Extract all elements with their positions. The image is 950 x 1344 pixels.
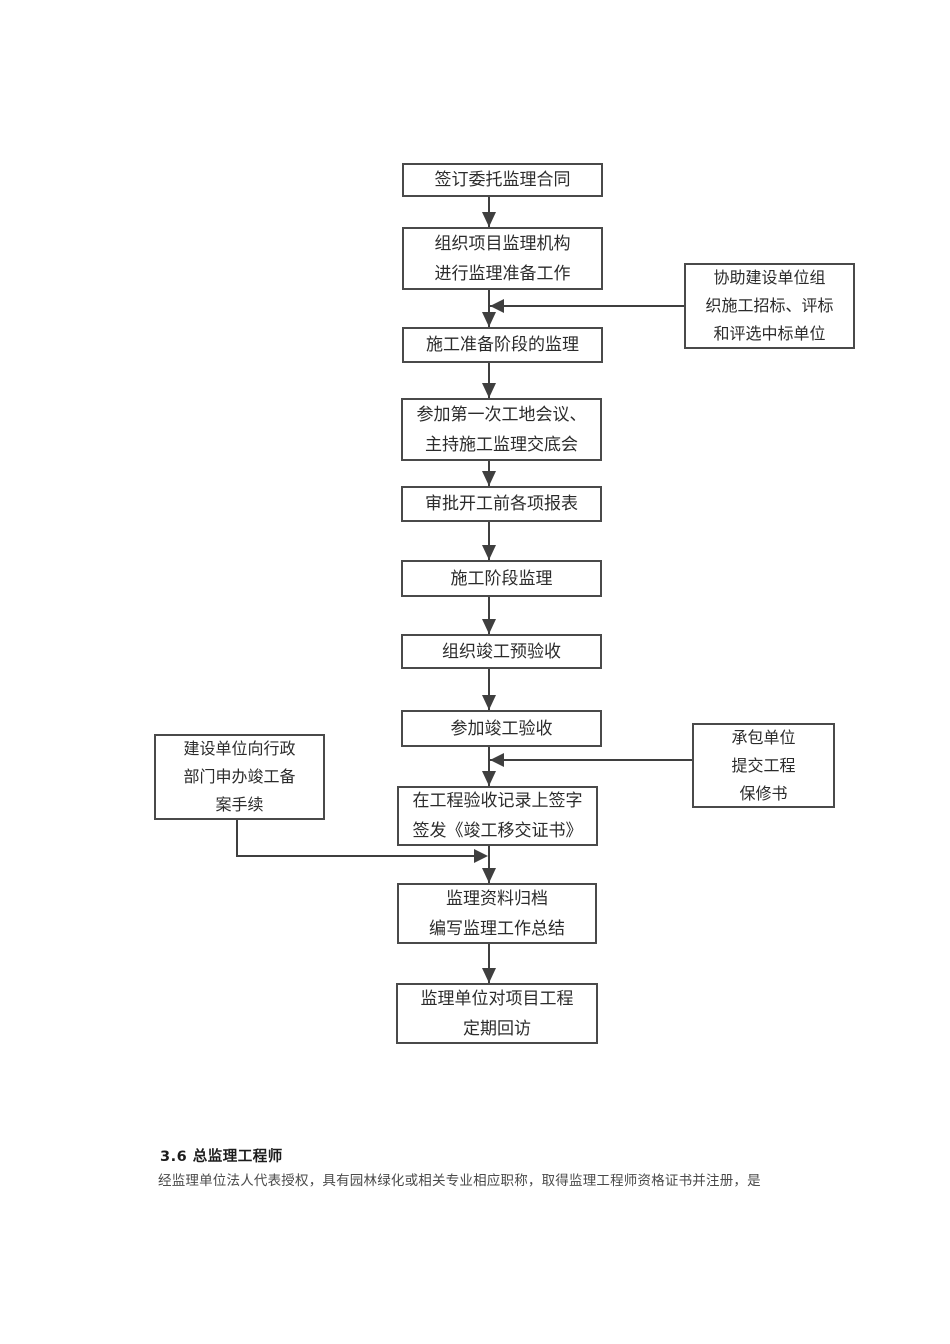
side-box-label: 协助建设单位组 — [713, 268, 826, 287]
flow-box-label: 编写监理工作总结 — [429, 918, 565, 939]
flow-box-label: 进行监理准备工作 — [434, 263, 571, 284]
flow-box-label: 施工阶段监理 — [450, 568, 553, 589]
arrowhead-down-icon — [482, 968, 496, 983]
flow-box-label: 在工程验收记录上签字 — [412, 791, 583, 811]
connector-line — [236, 855, 476, 857]
arrowhead-down-icon — [482, 695, 496, 710]
arrowhead-down-icon — [482, 771, 496, 786]
side-box-label: 提交工程 — [731, 755, 796, 775]
connector-line — [488, 363, 490, 398]
flow-box-final-acceptance: 参加竣工验收 — [401, 710, 602, 747]
side-box-label: 织施工招标、评标 — [705, 296, 834, 315]
arrowhead-down-icon — [482, 383, 496, 398]
arrowhead-down-icon — [482, 212, 496, 227]
flow-box-sign-records: 在工程验收记录上签字 签发《竣工移交证书》 — [397, 786, 598, 846]
side-box-label: 保修书 — [739, 783, 788, 803]
arrowhead-left-icon — [490, 299, 504, 313]
flow-box-label: 组织竣工预验收 — [442, 641, 561, 662]
flow-box-label: 监理资料归档 — [446, 888, 548, 909]
side-box-label: 承包单位 — [731, 727, 796, 747]
arrowhead-down-icon — [482, 868, 496, 883]
flow-box-label: 审批开工前各项报表 — [425, 494, 578, 514]
flow-box-label: 主持施工监理交底会 — [425, 434, 578, 455]
side-box-assist-bidding: 协助建设单位组 织施工招标、评标 和评选中标单位 — [684, 263, 855, 349]
flow-box-label: 签订委托监理合同 — [434, 170, 571, 190]
section-heading: 3.6 总监理工程师 — [160, 1149, 283, 1165]
connector-line — [488, 290, 490, 327]
flow-box-label: 参加竣工验收 — [450, 718, 553, 739]
flow-box-pre-acceptance: 组织竣工预验收 — [401, 634, 602, 669]
flow-box-label: 签发《竣工移交证书》 — [412, 821, 583, 841]
flow-box-label: 监理单位对项目工程 — [420, 988, 574, 1009]
side-box-contractor-warranty: 承包单位 提交工程 保修书 — [692, 723, 835, 808]
flow-box-first-meeting: 参加第一次工地会议、 主持施工监理交底会 — [401, 398, 602, 461]
flow-box-archive-summary: 监理资料归档 编写监理工作总结 — [397, 883, 597, 944]
flow-box-setup-org: 组织项目监理机构 进行监理准备工作 — [402, 227, 603, 290]
flow-box-construction-stage: 施工阶段监理 — [401, 560, 602, 597]
connector-line — [488, 846, 490, 883]
connector-line — [490, 305, 684, 307]
side-box-label: 和评选中标单位 — [713, 324, 826, 343]
connector-line — [490, 759, 692, 761]
flow-box-label: 定期回访 — [463, 1018, 531, 1039]
connector-line — [488, 747, 490, 786]
side-box-label: 建设单位向行政 — [183, 739, 296, 758]
arrowhead-down-icon — [482, 619, 496, 634]
flow-box-approve-reports: 审批开工前各项报表 — [401, 486, 602, 522]
arrowhead-down-icon — [482, 471, 496, 486]
flow-box-periodic-revisit: 监理单位对项目工程 定期回访 — [396, 983, 598, 1044]
arrowhead-right-icon — [474, 849, 488, 863]
side-box-owner-filing: 建设单位向行政 部门申办竣工备 案手续 — [154, 734, 325, 820]
flow-box-label: 组织项目监理机构 — [434, 233, 571, 254]
side-box-label: 部门申办竣工备 — [183, 767, 296, 786]
connector-line — [488, 597, 490, 634]
connector-line — [488, 669, 490, 710]
connector-line — [236, 820, 238, 857]
connector-line — [488, 944, 490, 983]
flow-box-prep-stage: 施工准备阶段的监理 — [402, 327, 603, 363]
flow-box-label: 施工准备阶段的监理 — [426, 335, 579, 355]
arrowhead-left-icon — [490, 753, 504, 767]
flow-box-sign-contract: 签订委托监理合同 — [402, 163, 603, 197]
side-box-label: 案手续 — [215, 795, 264, 814]
body-paragraph: 经监理单位法人代表授权，具有园林绿化或相关专业相应职称，取得监理工程师资格证书并… — [158, 1173, 761, 1189]
arrowhead-down-icon — [482, 545, 496, 560]
connector-line — [488, 522, 490, 560]
arrowhead-down-icon — [482, 312, 496, 327]
flow-box-label: 参加第一次工地会议、 — [416, 404, 587, 425]
